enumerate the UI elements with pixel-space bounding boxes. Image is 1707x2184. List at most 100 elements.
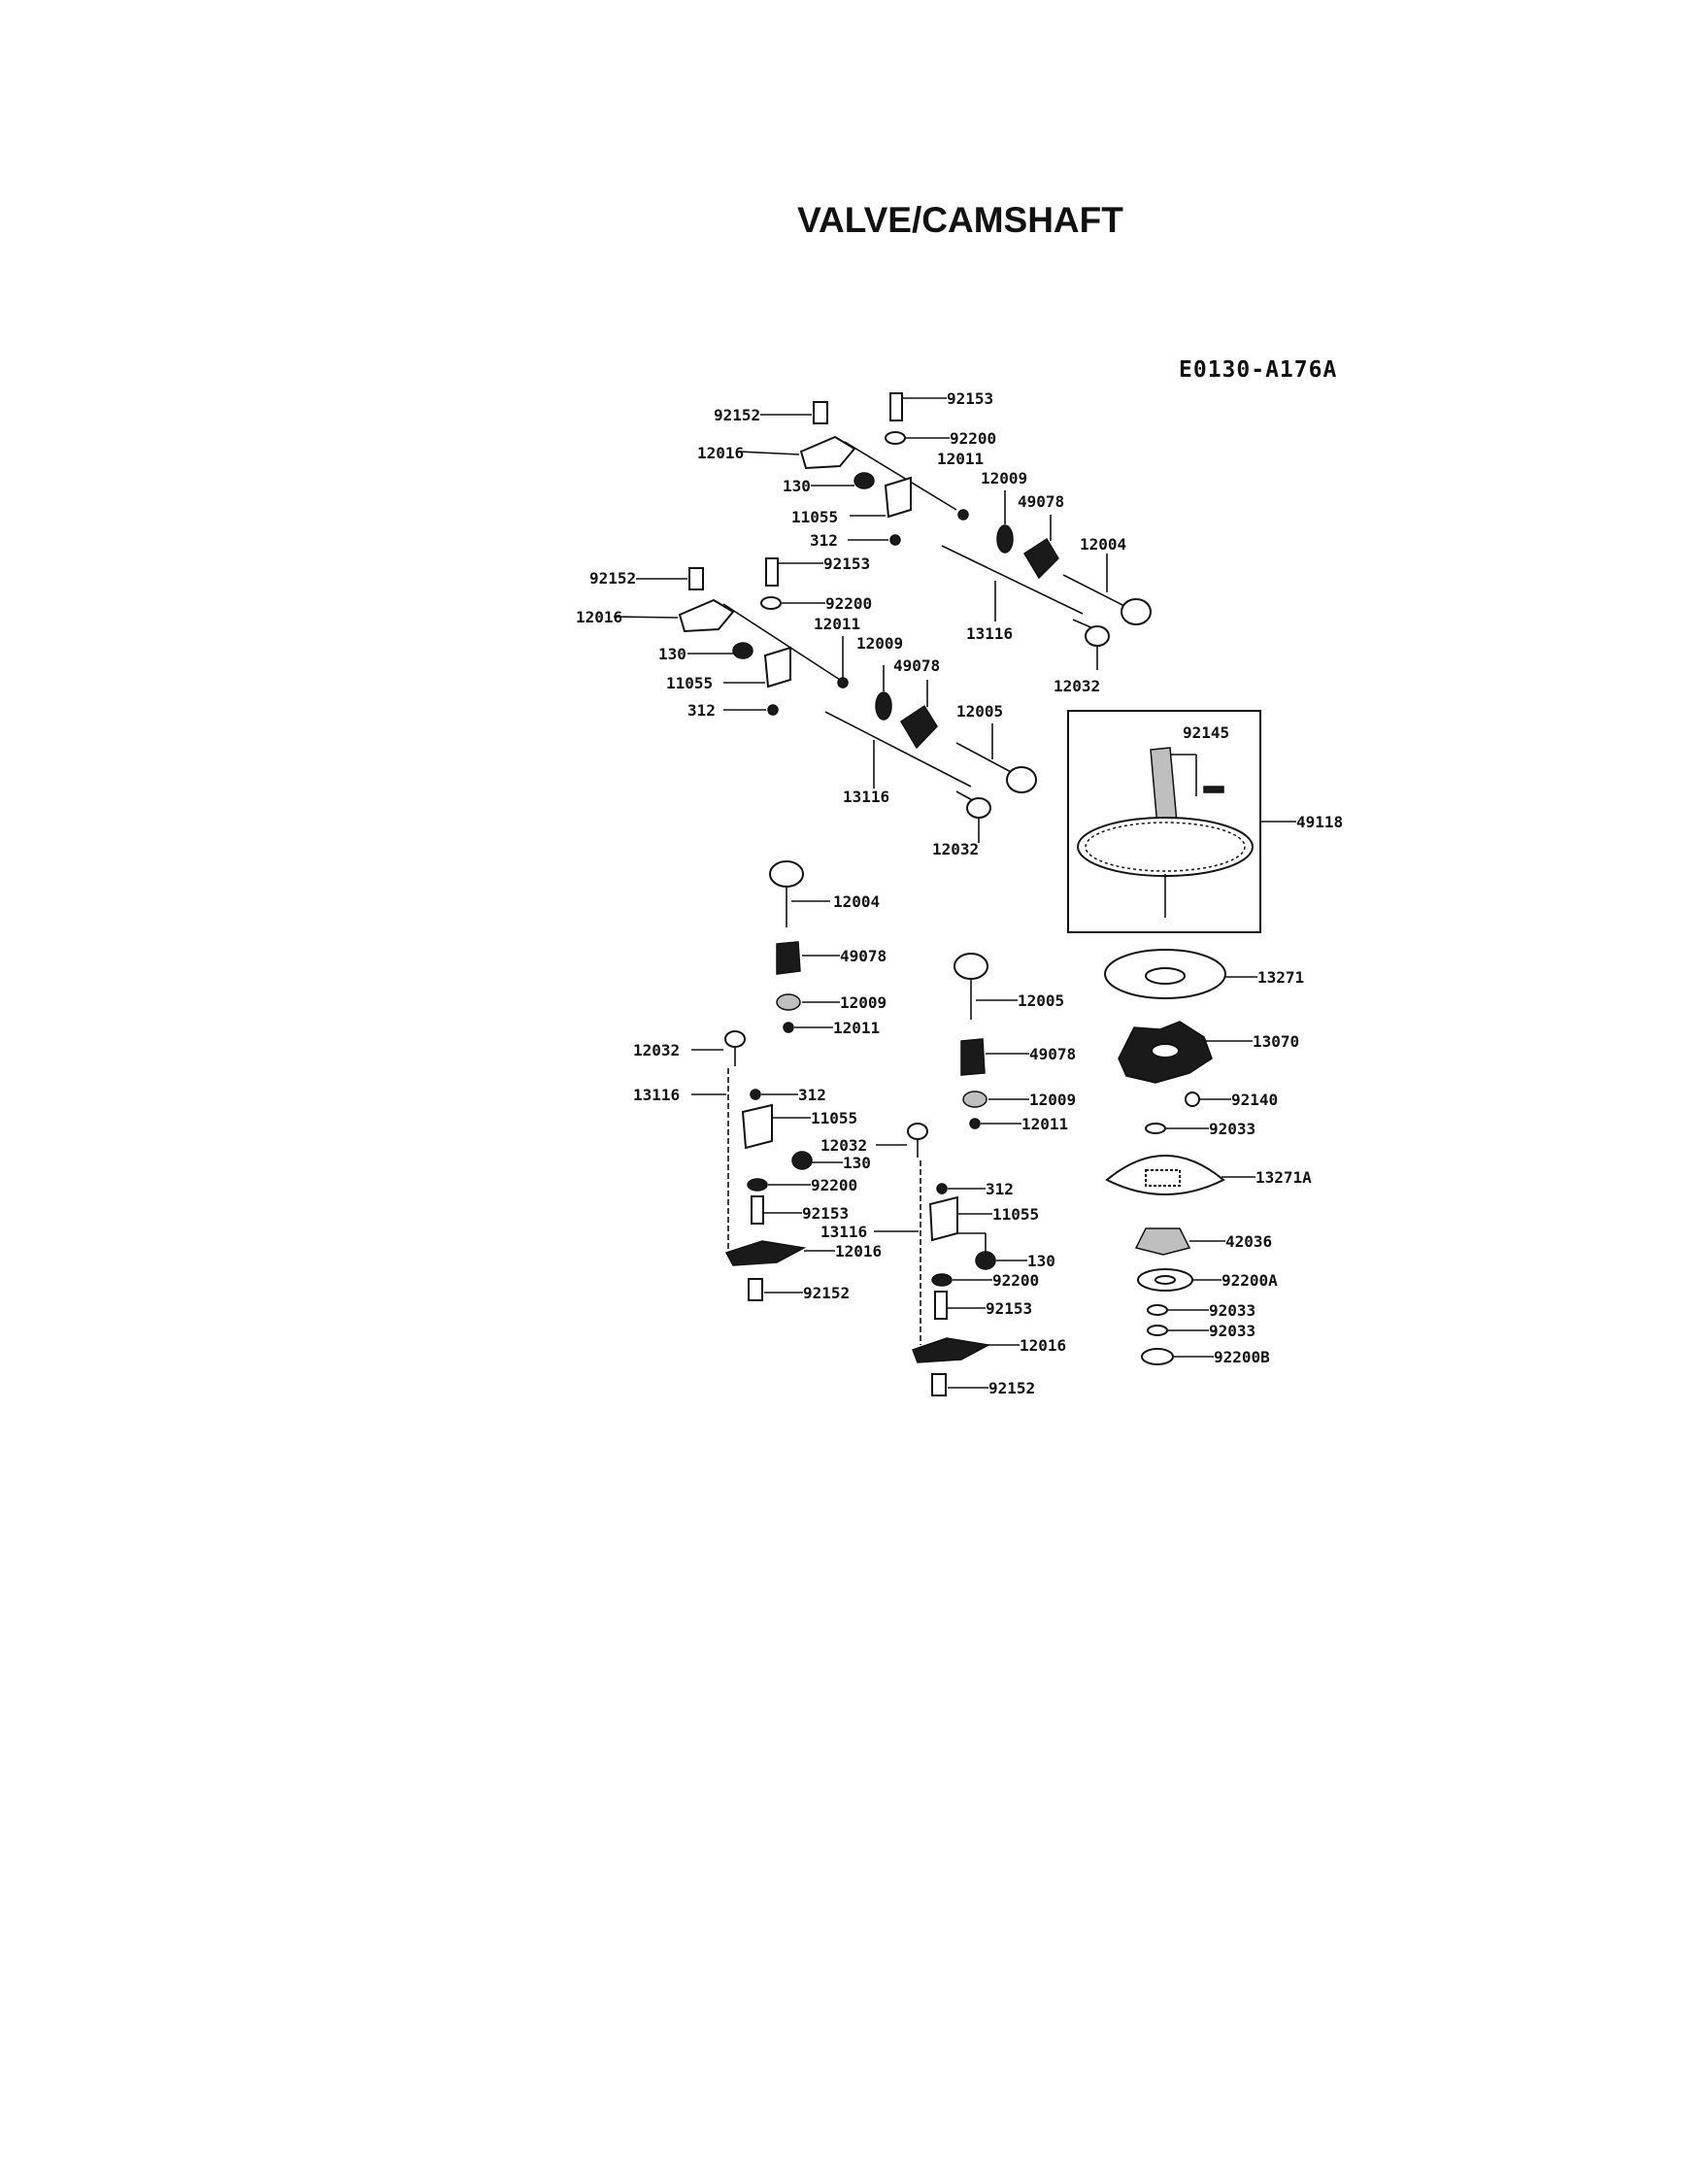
valve-head-icon: [1006, 766, 1037, 793]
spring-seat-icon: [962, 1091, 987, 1108]
part-number-label: 13116: [820, 1223, 867, 1241]
valve-head-icon: [1121, 598, 1152, 625]
valve-icon: [955, 742, 1016, 775]
camshaft-assembly: [1067, 710, 1296, 933]
part-number-label: 12011: [937, 450, 984, 468]
part-number-label: 312: [687, 701, 716, 720]
washer-icon: [1147, 1304, 1168, 1316]
pushrod-icon: [941, 545, 1084, 615]
retainer-icon: [767, 704, 779, 716]
part-number-label: 12005: [1018, 991, 1064, 1010]
part-number-label: 13271: [1257, 968, 1304, 987]
spring-icon: [1022, 537, 1059, 580]
adjuster-icon: [854, 472, 875, 489]
part-number-label: 92200A: [1222, 1271, 1278, 1290]
part-number-label: 13116: [633, 1086, 680, 1104]
valve-head-icon: [769, 860, 804, 888]
part-number-label: 13271A: [1255, 1168, 1312, 1187]
upper-rocker-assembly-2: [613, 557, 1037, 843]
part-number-label: 92153: [986, 1299, 1032, 1318]
part-number-label: 312: [810, 531, 838, 550]
part-number-label: 130: [783, 477, 811, 495]
guide-plate-icon: [928, 1195, 958, 1242]
part-number-label: 11055: [992, 1205, 1039, 1224]
keeper-icon: [957, 509, 969, 521]
spring-icon: [776, 941, 801, 975]
part-number-label: 12011: [1021, 1115, 1068, 1133]
retainer-icon: [889, 534, 901, 546]
valve-icon: [1062, 574, 1127, 608]
part-number-label: 11055: [666, 674, 713, 692]
keeper-icon: [837, 677, 849, 689]
lower-valve-assembly-2: [874, 953, 1029, 1396]
retainer-icon: [750, 1089, 761, 1100]
washer-icon: [885, 431, 906, 445]
part-number-label: 49078: [1029, 1045, 1076, 1063]
part-number-label: 92140: [1231, 1091, 1278, 1109]
pivot-bolt-icon: [688, 567, 704, 590]
part-number-label: 12032: [633, 1041, 680, 1059]
adjuster-icon: [975, 1251, 996, 1270]
part-number-label: 92200: [950, 429, 996, 448]
rocker-arm-icon: [912, 1337, 991, 1363]
part-number-label: 13116: [843, 788, 889, 806]
part-number-label: 92152: [988, 1379, 1035, 1397]
retainer-icon: [936, 1183, 948, 1194]
rocker-arm-icon: [799, 435, 856, 470]
part-number-label: 12032: [1054, 677, 1100, 695]
part-number-label: 92200: [811, 1176, 857, 1194]
part-number-label: 12005: [956, 702, 1003, 721]
part-number-label: 13070: [1253, 1032, 1299, 1051]
part-number-label: 49078: [840, 947, 887, 965]
page-title: VALVE/CAMSHAFT: [797, 200, 1123, 240]
part-number-label: 12016: [576, 608, 622, 626]
part-number-label: 11055: [791, 508, 838, 526]
part-number-label: 130: [658, 645, 686, 663]
washer-icon: [760, 596, 782, 610]
adjuster-icon: [791, 1151, 813, 1170]
upper-rocker-assembly-1: [737, 392, 1152, 670]
pivot-bolt-icon: [748, 1278, 763, 1301]
part-number-label: 312: [986, 1180, 1014, 1198]
rocker-arm-icon: [724, 1240, 807, 1266]
part-number-label: 92145: [1183, 723, 1229, 742]
part-number-label: 92033: [1209, 1322, 1255, 1340]
part-number-label: 92200: [992, 1271, 1039, 1290]
gear-icon: [1077, 817, 1254, 877]
part-number-label: 12016: [697, 444, 744, 462]
part-number-label: 12032: [932, 840, 979, 858]
valve-head-icon: [954, 953, 988, 980]
pin-icon: [1203, 786, 1224, 793]
spring-seat-icon: [875, 691, 892, 721]
part-number-label: 312: [798, 1086, 826, 1104]
part-number-label: 130: [843, 1154, 871, 1172]
pivot-bolt-icon: [889, 392, 903, 421]
guide-plate-icon: [763, 646, 791, 689]
pivot-bolt-icon: [813, 401, 828, 424]
lifter-icon: [907, 1123, 928, 1140]
ball-icon: [1185, 1092, 1200, 1107]
spring-seat-icon: [996, 524, 1014, 554]
part-number-label: 12016: [1020, 1336, 1066, 1355]
lifter-icon: [966, 797, 991, 819]
spring-icon: [960, 1038, 986, 1076]
guide-plate-icon: [741, 1103, 773, 1150]
washer-icon: [1141, 1348, 1174, 1365]
part-number-label: 92153: [947, 389, 993, 408]
adjuster-icon: [732, 642, 753, 659]
lifter-icon: [1085, 625, 1110, 647]
part-number-label: 92152: [803, 1284, 850, 1302]
lower-valve-assembly-1: [691, 860, 843, 1301]
part-number-label: 12011: [833, 1019, 880, 1037]
washer-icon: [1145, 1123, 1166, 1134]
part-number-label: 12016: [835, 1242, 882, 1260]
washer-icon: [1147, 1325, 1168, 1336]
part-number-label: 92153: [823, 554, 870, 573]
part-number-labels: 92152 12016 92153 92200 12011 130 11055 312 1200…: [576, 389, 1343, 1397]
part-number-label: 12004: [833, 892, 880, 911]
part-number-label: 49078: [893, 656, 940, 675]
part-number-label: 42036: [1225, 1232, 1272, 1251]
spring-seat-icon: [776, 993, 801, 1011]
pivot-bolt-icon: [931, 1373, 947, 1396]
part-number-label: 11055: [811, 1109, 857, 1127]
